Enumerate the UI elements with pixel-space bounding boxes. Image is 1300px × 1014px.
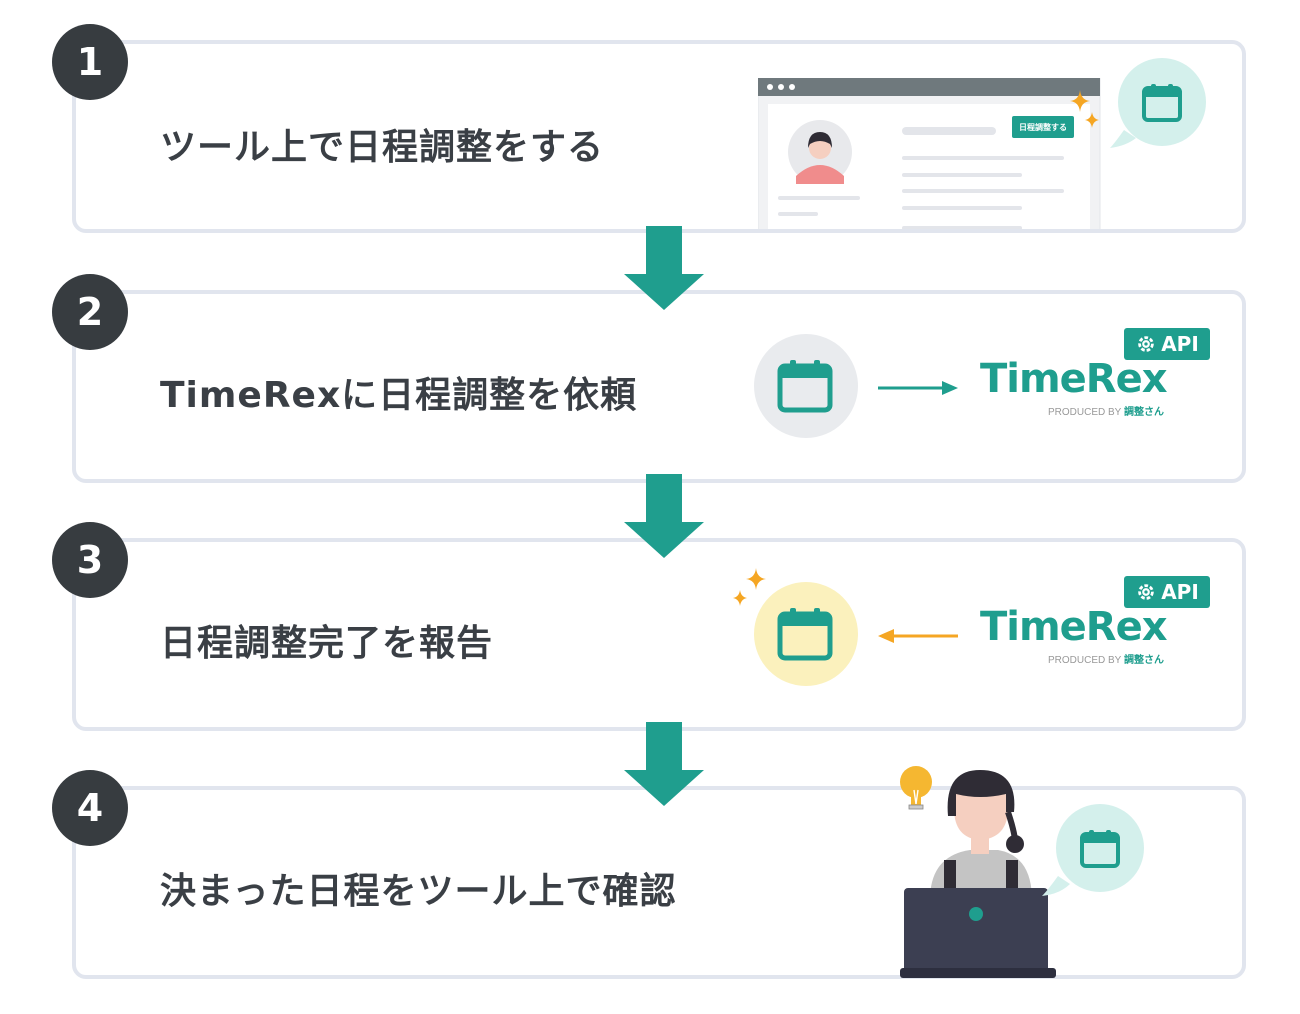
gear-icon xyxy=(1135,333,1157,355)
arrow-right-icon xyxy=(876,378,960,398)
sparkle-icon xyxy=(1066,88,1100,134)
arrow-down-icon xyxy=(624,722,704,808)
timerex-produced-by: PRODUCED BY 調整さん xyxy=(1048,651,1164,666)
step-2-text: TimeRexに日程調整を依頼 xyxy=(160,366,637,418)
api-label: API xyxy=(1161,332,1199,356)
timerex-logo: API TimeRex PRODUCED BY 調整さん xyxy=(980,328,1210,424)
step-3-number-badge: 3 xyxy=(52,522,128,598)
timerex-produced-by: PRODUCED BY 調整さん xyxy=(1048,403,1164,418)
timerex-wordmark: TimeRex xyxy=(980,356,1167,402)
api-label: API xyxy=(1161,580,1199,604)
arrow-down-icon xyxy=(624,226,704,312)
step-1-number-badge: 1 xyxy=(52,24,128,100)
gear-icon xyxy=(1135,581,1157,603)
calendar-circle-yellow xyxy=(752,580,860,688)
timerex-logo: API TimeRex PRODUCED BY 調整さん xyxy=(980,576,1210,672)
schedule-button-label: 日程調整する xyxy=(1019,122,1067,133)
timerex-wordmark: TimeRex xyxy=(980,604,1167,650)
browser-mockup xyxy=(758,78,1104,233)
step-1-text: ツール上で日程調整をする xyxy=(160,118,604,170)
arrow-left-icon xyxy=(876,626,960,646)
light-bulb-icon xyxy=(900,766,932,809)
calendar-circle-gray xyxy=(752,332,860,440)
schedule-button[interactable]: 日程調整する xyxy=(1012,116,1074,138)
step-2-number-badge: 2 xyxy=(52,274,128,350)
step-4-text: 決まった日程をツール上で確認 xyxy=(160,862,677,914)
calendar-speech-bubble xyxy=(1036,800,1150,900)
step-4-number-badge: 4 xyxy=(52,770,128,846)
arrow-down-icon xyxy=(624,474,704,560)
step-3-text: 日程調整完了を報告 xyxy=(160,614,493,666)
calendar-speech-bubble xyxy=(1106,52,1216,152)
